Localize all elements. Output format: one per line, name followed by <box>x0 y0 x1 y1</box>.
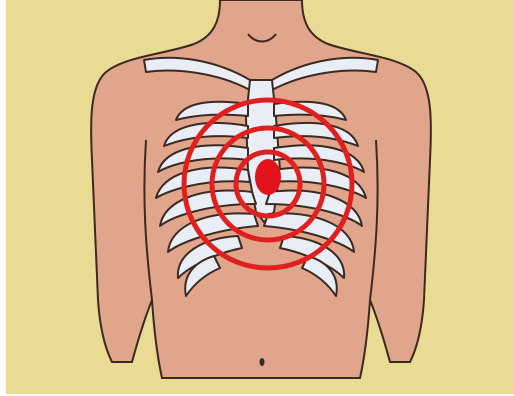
chest-pain-illustration <box>6 0 514 394</box>
pain-spot <box>255 159 281 195</box>
navel <box>260 358 265 366</box>
torso-diagram <box>6 0 514 394</box>
